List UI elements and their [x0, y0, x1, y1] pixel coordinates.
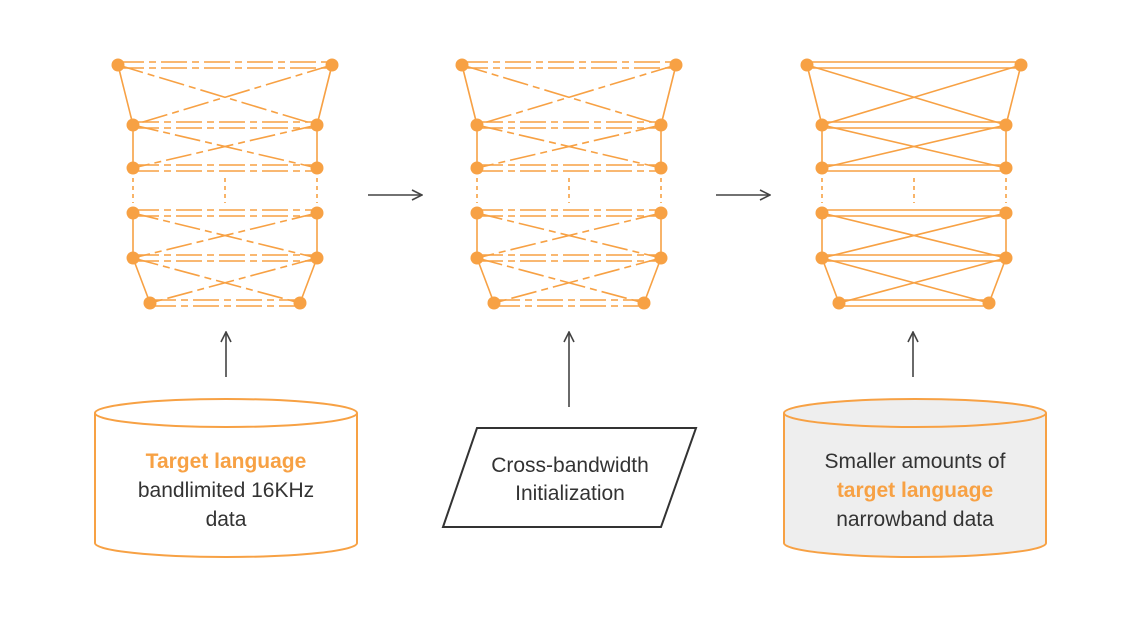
node [455, 58, 469, 72]
node [654, 118, 668, 132]
layer-connection [821, 212, 1007, 259]
node [111, 58, 125, 72]
source-left-line3: data [206, 508, 247, 531]
source-middle-parallelogram: Cross-bandwidth Initialization [441, 427, 698, 528]
layer-connection [132, 124, 318, 169]
layer-connection [132, 257, 301, 304]
node [982, 296, 996, 310]
node [310, 251, 324, 265]
layer-connection [149, 257, 318, 304]
node [999, 118, 1013, 132]
initial-network [111, 58, 339, 310]
source-right-line1: Smaller amounts of [825, 450, 1006, 473]
layer-connection [838, 257, 1007, 304]
layer-connection [493, 257, 662, 304]
layer-connection [476, 257, 495, 304]
layer-connection [132, 212, 318, 259]
node [126, 118, 140, 132]
node [999, 161, 1013, 175]
layer-connection [476, 212, 662, 259]
layer-connection [461, 64, 478, 126]
layer-connection [461, 64, 662, 126]
node [310, 118, 324, 132]
node [999, 206, 1013, 220]
layer-connection [117, 64, 318, 126]
layer-connection [821, 124, 1007, 169]
layer-connection [821, 64, 1022, 126]
node [470, 206, 484, 220]
node [637, 296, 651, 310]
node [654, 161, 668, 175]
source-right-line3: narrowband data [836, 508, 994, 531]
source-middle-line1: Cross-bandwidth [491, 454, 649, 477]
node [654, 206, 668, 220]
node [815, 118, 829, 132]
layer-connection [988, 257, 1007, 304]
node [832, 296, 846, 310]
source-right-cylinder: Smaller amounts of target language narro… [783, 398, 1047, 558]
node [669, 58, 683, 72]
node [999, 251, 1013, 265]
node [470, 251, 484, 265]
node [654, 251, 668, 265]
layer-connection [476, 64, 677, 126]
node [815, 251, 829, 265]
node [310, 206, 324, 220]
source-left-cylinder: Target language bandlimited 16KHz data [94, 398, 358, 558]
layer-connection [316, 64, 333, 126]
layer-connection [821, 257, 840, 304]
source-right-line2: target language [837, 479, 993, 502]
node [126, 206, 140, 220]
layer-connection [806, 64, 1007, 126]
node [293, 296, 307, 310]
layer-connection [660, 64, 677, 126]
layer-connection [1005, 64, 1022, 126]
node [815, 161, 829, 175]
layer-connection [117, 64, 134, 126]
node [126, 251, 140, 265]
cross-bandwidth-network [455, 58, 683, 310]
source-left-line2: bandlimited 16KHz [138, 479, 314, 502]
node [487, 296, 501, 310]
layer-connection [476, 257, 645, 304]
layer-connection [476, 124, 662, 169]
source-middle-line2: Initialization [515, 482, 625, 505]
source-left-line1: Target language [146, 450, 307, 473]
node [800, 58, 814, 72]
layer-connection [643, 257, 662, 304]
node [325, 58, 339, 72]
node [143, 296, 157, 310]
layer-connection [806, 64, 823, 126]
layer-connection [821, 257, 990, 304]
final-network [800, 58, 1028, 310]
node [1014, 58, 1028, 72]
node [310, 161, 324, 175]
layer-connection [132, 64, 333, 126]
node [815, 206, 829, 220]
layer-connection [299, 257, 318, 304]
node [470, 161, 484, 175]
node [126, 161, 140, 175]
node [470, 118, 484, 132]
layer-connection [132, 257, 151, 304]
